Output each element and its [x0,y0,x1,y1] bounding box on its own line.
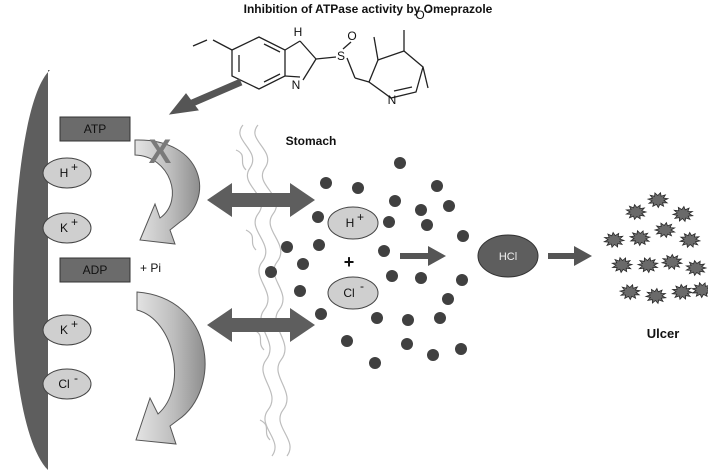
ion-cl-left: Cl - [42,368,92,400]
ion-k-left-2: K + [42,314,92,346]
ion-dot [457,230,469,242]
ion-dot [294,285,306,297]
ion-dot [341,335,353,347]
ion-k-left-2-charge: + [71,317,78,331]
ion-dot [265,266,277,278]
ion-dot [383,216,395,228]
ion-dot [297,258,309,270]
ion-cl-left-charge: - [74,371,78,385]
curved-arrow-adp-down [135,291,206,445]
ion-dot [315,308,327,320]
drug-binding-arrow [168,78,243,115]
omeprazole-structure [192,30,429,99]
ion-dot [394,157,406,169]
stomach-label: Stomach [286,134,337,148]
ion-k-left-1-label: K [60,221,68,235]
double-arrow-lower [207,308,315,342]
ion-dot [434,312,446,324]
atp-box [59,116,131,142]
ulcer-particle [636,256,660,274]
ulcer-label: Ulcer [647,326,680,341]
ion-dot [312,211,324,223]
ulcer-particle [670,283,694,301]
inhibition-x-mark: X [149,133,172,171]
ion-dots [265,157,469,369]
ion-k-left-2-label: K [60,323,68,337]
ion-dot [371,312,383,324]
ion-dot [402,314,414,326]
ulcer-particle [653,221,676,239]
ion-dot [415,272,427,284]
ulcer-particle [625,203,648,221]
ulcer-particles [602,191,708,305]
atom-h: H [294,25,303,39]
ulcer-particle [628,229,652,247]
ion-dot [431,180,443,192]
hcl-molecule: HCl [477,234,539,278]
ion-dot [421,219,433,231]
ion-dot [455,343,467,355]
double-arrow-upper [207,183,315,217]
ion-dot [456,274,468,286]
ion-dot [281,241,293,253]
ion-h-left-charge: + [71,160,78,174]
ion-k-left-1-charge: + [71,215,78,229]
ulcer-particle [618,283,642,301]
ulcer-particle [671,205,695,223]
ion-h-left-label: H [60,166,69,180]
ion-cl-stomach-label: Cl [343,286,354,300]
ion-dot [352,182,364,194]
adp-box [59,257,131,283]
ion-k-left-1: K + [42,212,92,244]
plus-sign: + [344,252,355,272]
ion-dot [378,245,390,257]
atom-o-minus-sign: - [428,3,432,17]
ulcer-particle [610,256,634,274]
ion-dot [415,204,427,216]
ion-cl-left-label: Cl [58,377,69,391]
atom-o-sulfoxide: O [347,29,356,43]
hcl-label: HCl [499,251,517,263]
atom-n-imidazole: N [292,78,301,92]
ulcer-particle [690,281,708,299]
phosphate-label: + Pi [140,261,161,275]
adp-label: ADP [83,263,108,277]
ulcer-particle [602,231,626,249]
ion-cl-stomach-charge: - [360,279,364,293]
ion-dot [313,239,325,251]
ulcer-particle [685,259,708,277]
ulcer-particle [644,287,668,305]
ulcer-particle [646,191,670,209]
atom-o-pyridine: O [415,8,424,22]
atom-n-pyridine: N [388,93,397,107]
ulcer-particle [678,231,702,249]
ion-h-stomach-label: H [346,216,355,230]
ion-dot [443,200,455,212]
atom-s: S [337,49,345,63]
arrow-to-ulcer [548,246,592,266]
ion-dot [320,177,332,189]
ion-h-stomach: H + [327,206,379,240]
diagram-title: Inhibition of ATPase activity by Omepraz… [244,2,493,16]
ion-dot [427,349,439,361]
cell-membrane [13,70,50,470]
ion-h-stomach-charge: + [357,210,364,224]
ion-dot [401,338,413,350]
ion-cl-stomach: Cl - [327,276,379,310]
ion-dot [389,195,401,207]
ulcer-particle [660,253,684,271]
ion-dot [386,270,398,282]
ion-dot [369,357,381,369]
arrow-to-hcl [400,246,446,266]
ion-h-left: H + [42,157,92,189]
curved-arrow-atp-to-adp [134,139,201,245]
atp-label: ATP [84,122,106,136]
stomach-wall [235,124,291,457]
ion-dot [442,293,454,305]
